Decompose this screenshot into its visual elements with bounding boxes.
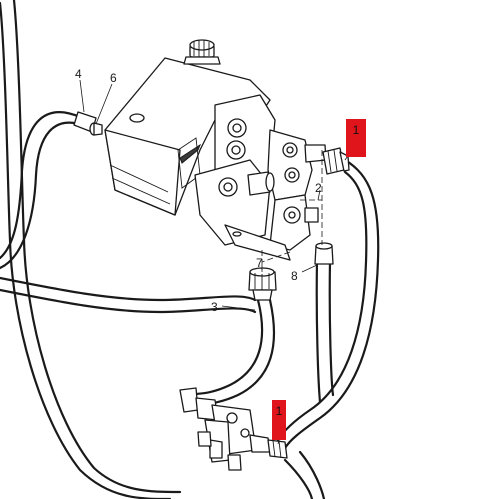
hose-3 (0, 276, 276, 408)
fitting-7 (248, 267, 277, 301)
highlight-box-top (346, 119, 366, 157)
leader-lines (79, 79, 353, 445)
callout-4: 4 (75, 67, 82, 81)
highlight-callout-1-bottom: 1 (272, 400, 286, 440)
callout-8: 8 (291, 269, 298, 283)
callout-1-top: 1 (353, 123, 360, 137)
cap-6 (89, 122, 103, 136)
hose-4 (0, 111, 97, 270)
callout-7: 7 (256, 256, 263, 270)
outer-hose-left (0, 0, 182, 499)
highlight-box-bottom (272, 400, 286, 440)
fitting-top-right (322, 147, 350, 175)
lower-valve (179, 387, 288, 471)
outer-hose-right (283, 450, 326, 499)
callout-2: 2 (315, 181, 322, 195)
callout-3: 3 (211, 300, 218, 314)
highlight-callout-1-top: 1 (346, 119, 366, 157)
callout-6: 6 (110, 71, 117, 85)
valve-block (104, 39, 327, 261)
hose-8 (314, 242, 335, 404)
hose-1 (276, 158, 380, 450)
callout-1-bottom: 1 (276, 404, 283, 418)
